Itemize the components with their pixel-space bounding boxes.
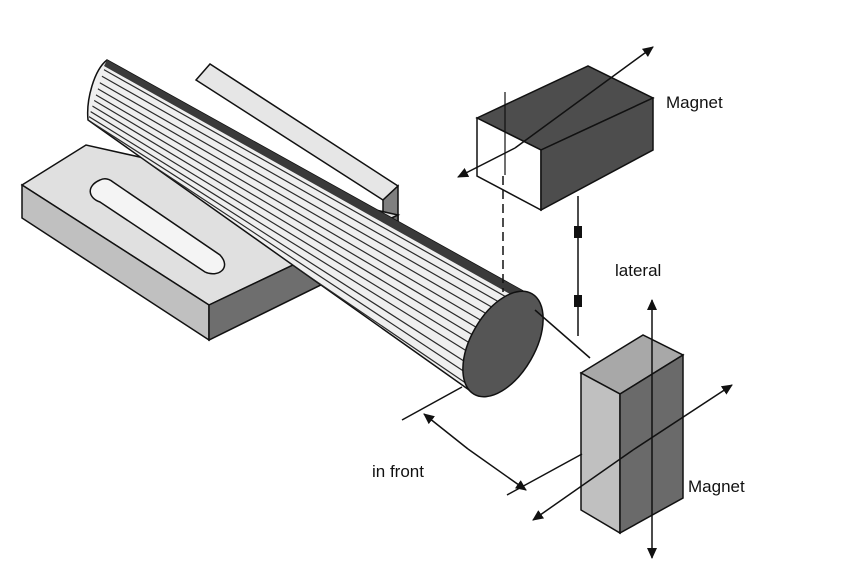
magnet-bottom-label: Magnet	[688, 477, 745, 496]
cylinder-shadow-band	[104, 60, 532, 303]
in-front-arrow-a	[423, 413, 469, 450]
in-front-measure	[401, 386, 583, 496]
magnet-top-right-face	[540, 96, 654, 212]
magnet-bottom-front-face	[580, 371, 621, 535]
magnet-top-axis-arrow	[514, 46, 654, 149]
cylinder-body	[86, 59, 534, 394]
in-front-arrow-b	[467, 448, 527, 491]
magnet-top-label: Magnet	[666, 93, 723, 112]
in-front-label: in front	[372, 462, 424, 481]
cylinder-end-cap	[462, 290, 544, 398]
cylinder	[86, 59, 544, 398]
lateral-measure	[534, 196, 591, 359]
magnet-bottom	[532, 299, 733, 559]
magnet-bottom-diagonal-arrow-up	[632, 384, 733, 451]
magnet-top	[457, 46, 655, 212]
lateral-label: lateral	[615, 261, 661, 280]
magnet-bottom-diagonal-arrow-down	[532, 449, 634, 521]
plate-slot	[89, 177, 226, 275]
cylinder-grooves	[88, 60, 532, 389]
